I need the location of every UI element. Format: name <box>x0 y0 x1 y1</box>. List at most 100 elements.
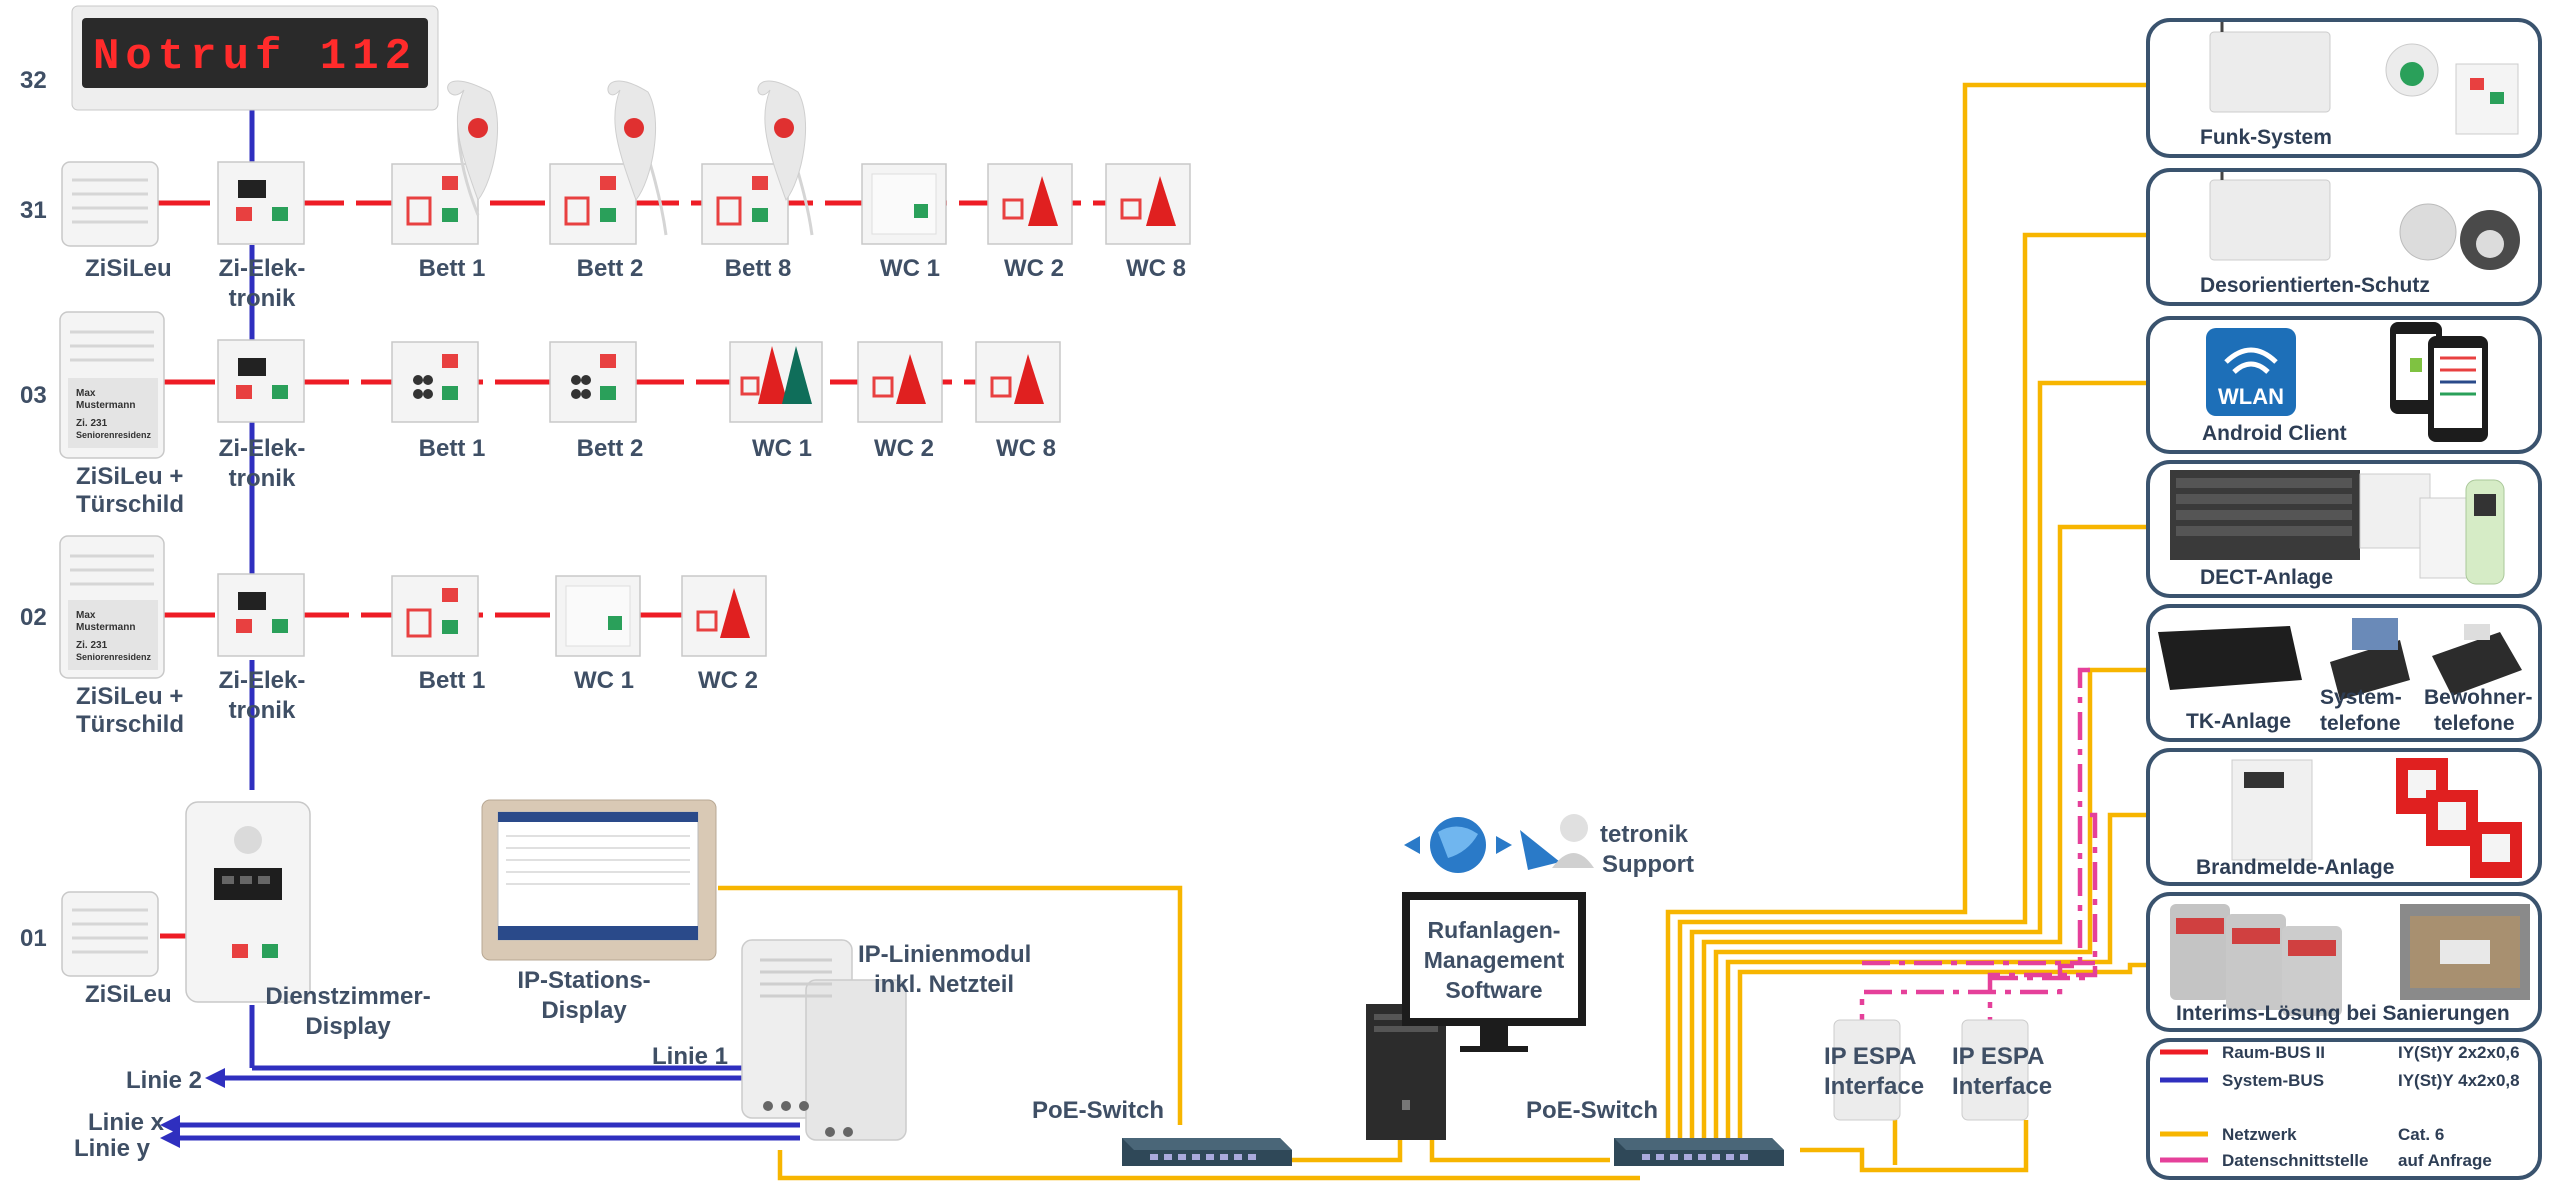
poe-switch-2-label: PoE-Switch <box>1526 1097 1658 1124</box>
linienmodul-label-2: inkl. Netzteil <box>874 971 1014 998</box>
wc2-31-label: WC 2 <box>1004 255 1064 282</box>
row-label-02: 02 <box>20 604 47 631</box>
bett-unit-31-2 <box>549 80 668 245</box>
panel-bewohnertelefone-label-1: Bewohner- <box>2424 686 2533 709</box>
zi-elektronik-31-label-1: Zi-Elek- <box>219 255 306 282</box>
zi-elektronik-02 <box>217 573 305 657</box>
panel-tk-anlage <box>2146 604 2542 742</box>
legend-cable-2: Cat. 6 <box>2398 1125 2444 1144</box>
zisileu-tuerschild-03: Max Mustermann Zi. 231 Seniorenresidenz <box>59 311 165 459</box>
dienstzimmer-label-1: Dienstzimmer- <box>265 983 430 1010</box>
stations-display-label-2: Display <box>541 997 627 1024</box>
liniey-label: Linie y <box>74 1135 151 1162</box>
row-label-32: 32 <box>20 67 47 94</box>
linie2-label: Linie 2 <box>126 1067 202 1094</box>
legend-cable-1: IY(St)Y 4x2x0,8 <box>2398 1071 2520 1090</box>
liniex-label: Linie x <box>88 1109 165 1136</box>
linienmodul-label-1: IP-Linienmodul <box>858 941 1031 968</box>
bett1-02-label: Bett 1 <box>419 667 486 694</box>
bett1-31-label: Bett 1 <box>419 255 486 282</box>
zisileu-01-label: ZiSiLeu <box>85 981 172 1008</box>
wc-unit-31-1 <box>861 163 947 245</box>
bett-unit-03-1 <box>391 341 479 423</box>
espa-interface-2 <box>1961 1019 2029 1121</box>
management-monitor <box>1402 892 1586 1052</box>
wc8-31-label: WC 8 <box>1126 255 1186 282</box>
support-label-1: tetronik <box>1600 821 1689 848</box>
bett2-31-label: Bett 2 <box>577 255 644 282</box>
wc1-03-label: WC 1 <box>752 435 812 462</box>
ip-linienmodul <box>741 939 907 1141</box>
nameplate-03-line1: Max <box>76 388 96 399</box>
zisileu-03-label-2: Türschild <box>76 491 184 518</box>
panel-interims-label: Interims-Lösung bei Sanierungen <box>2176 1002 2510 1025</box>
zisileu-02-label-1: ZiSiLeu + <box>76 683 183 710</box>
linie1-label: Linie 1 <box>652 1043 728 1070</box>
panel-funk-system <box>2146 18 2542 158</box>
wc1-31-label: WC 1 <box>880 255 940 282</box>
zi-elektronik-03-label-2: tronik <box>229 465 296 492</box>
system-bus-lines <box>175 108 800 1141</box>
bett8-31-label: Bett 8 <box>725 255 792 282</box>
wc-unit-31-2 <box>987 163 1073 245</box>
wlan-icon-label: WLAN <box>2218 384 2284 409</box>
panel-dect-label: DECT-Anlage <box>2200 566 2333 589</box>
zisileu-tuerschild-02: Max Mustermann Zi. 231 Seniorenresidenz <box>59 535 165 679</box>
led-display-text: Notruf 112 <box>93 32 417 82</box>
wc-unit-03-2 <box>857 341 943 423</box>
espa2-label-2: Interface <box>1952 1073 2052 1100</box>
panel-android-client: WLAN <box>2146 316 2542 454</box>
management-label-3: Software <box>1445 977 1542 1003</box>
panel-brandmelde-anlage <box>2146 748 2542 886</box>
panel-dect-anlage <box>2146 460 2542 598</box>
bett-unit-02-1 <box>391 575 479 657</box>
zi-elektronik-31 <box>217 161 305 245</box>
row-02: Max Mustermann Zi. 231 Seniorenresidenz … <box>59 535 767 738</box>
stations-display-label-1: IP-Stations- <box>517 967 650 994</box>
panel-android-label: Android Client <box>2202 422 2347 445</box>
espa1-label-2: Interface <box>1824 1073 1924 1100</box>
nameplate-03-line4: Seniorenresidenz <box>76 430 152 440</box>
nameplate-02-line4: Seniorenresidenz <box>76 652 152 662</box>
dienstzimmer-display <box>185 801 311 1003</box>
panel-brandmelde-label: Brandmelde-Anlage <box>2196 856 2394 879</box>
wc-unit-03-1 <box>729 341 823 423</box>
wc-unit-03-8 <box>975 341 1061 423</box>
zi-elektronik-02-label-1: Zi-Elek- <box>219 667 306 694</box>
support-label-2: Support <box>1602 851 1694 878</box>
nameplate-03-line3: Zi. 231 <box>76 418 108 429</box>
row-03: Max Mustermann Zi. 231 Seniorenresidenz … <box>59 311 1061 518</box>
wc-unit-02-1 <box>555 575 641 657</box>
zi-elektronik-31-label-2: tronik <box>229 285 296 312</box>
schnittstelle-lines <box>1859 667 2098 1025</box>
poe-switch-1-label: PoE-Switch <box>1032 1097 1164 1124</box>
zisileu-02-label-2: Türschild <box>76 711 184 738</box>
bett-unit-31-1 <box>391 80 499 245</box>
zisileu-03-label-1: ZiSiLeu + <box>76 463 183 490</box>
panel-systemtelefone-label-1: System- <box>2320 686 2402 709</box>
nameplate-03-line2: Mustermann <box>76 400 135 411</box>
wc-unit-31-8 <box>1105 163 1191 245</box>
netzwerk-lines <box>718 82 2148 1181</box>
panel-systemtelefone-label-2: telefone <box>2320 712 2401 735</box>
panel-tk-label: TK-Anlage <box>2186 710 2291 733</box>
legend-name-0: Raum-BUS II <box>2222 1043 2325 1062</box>
nameplate-02-line3: Zi. 231 <box>76 640 108 651</box>
bett-unit-31-8 <box>701 80 814 245</box>
row-labels: 32 31 03 02 01 <box>20 67 47 952</box>
row-label-31: 31 <box>20 197 47 224</box>
dienstzimmer-label-2: Display <box>305 1013 391 1040</box>
ip-stations-display <box>481 799 717 961</box>
zisileu-01 <box>61 891 159 977</box>
wc-unit-02-2 <box>681 575 767 657</box>
poe-switch-1 <box>1122 1138 1292 1166</box>
legend-name-3: Datenschnittstelle <box>2222 1151 2368 1170</box>
legend-name-1: System-BUS <box>2222 1071 2324 1090</box>
espa1-label-1: IP ESPA <box>1824 1043 1916 1070</box>
bett1-03-label: Bett 1 <box>419 435 486 462</box>
panel-funk-label: Funk-System <box>2200 126 2332 149</box>
bett-unit-03-2 <box>549 341 637 423</box>
nameplate-02-line2: Mustermann <box>76 622 135 633</box>
